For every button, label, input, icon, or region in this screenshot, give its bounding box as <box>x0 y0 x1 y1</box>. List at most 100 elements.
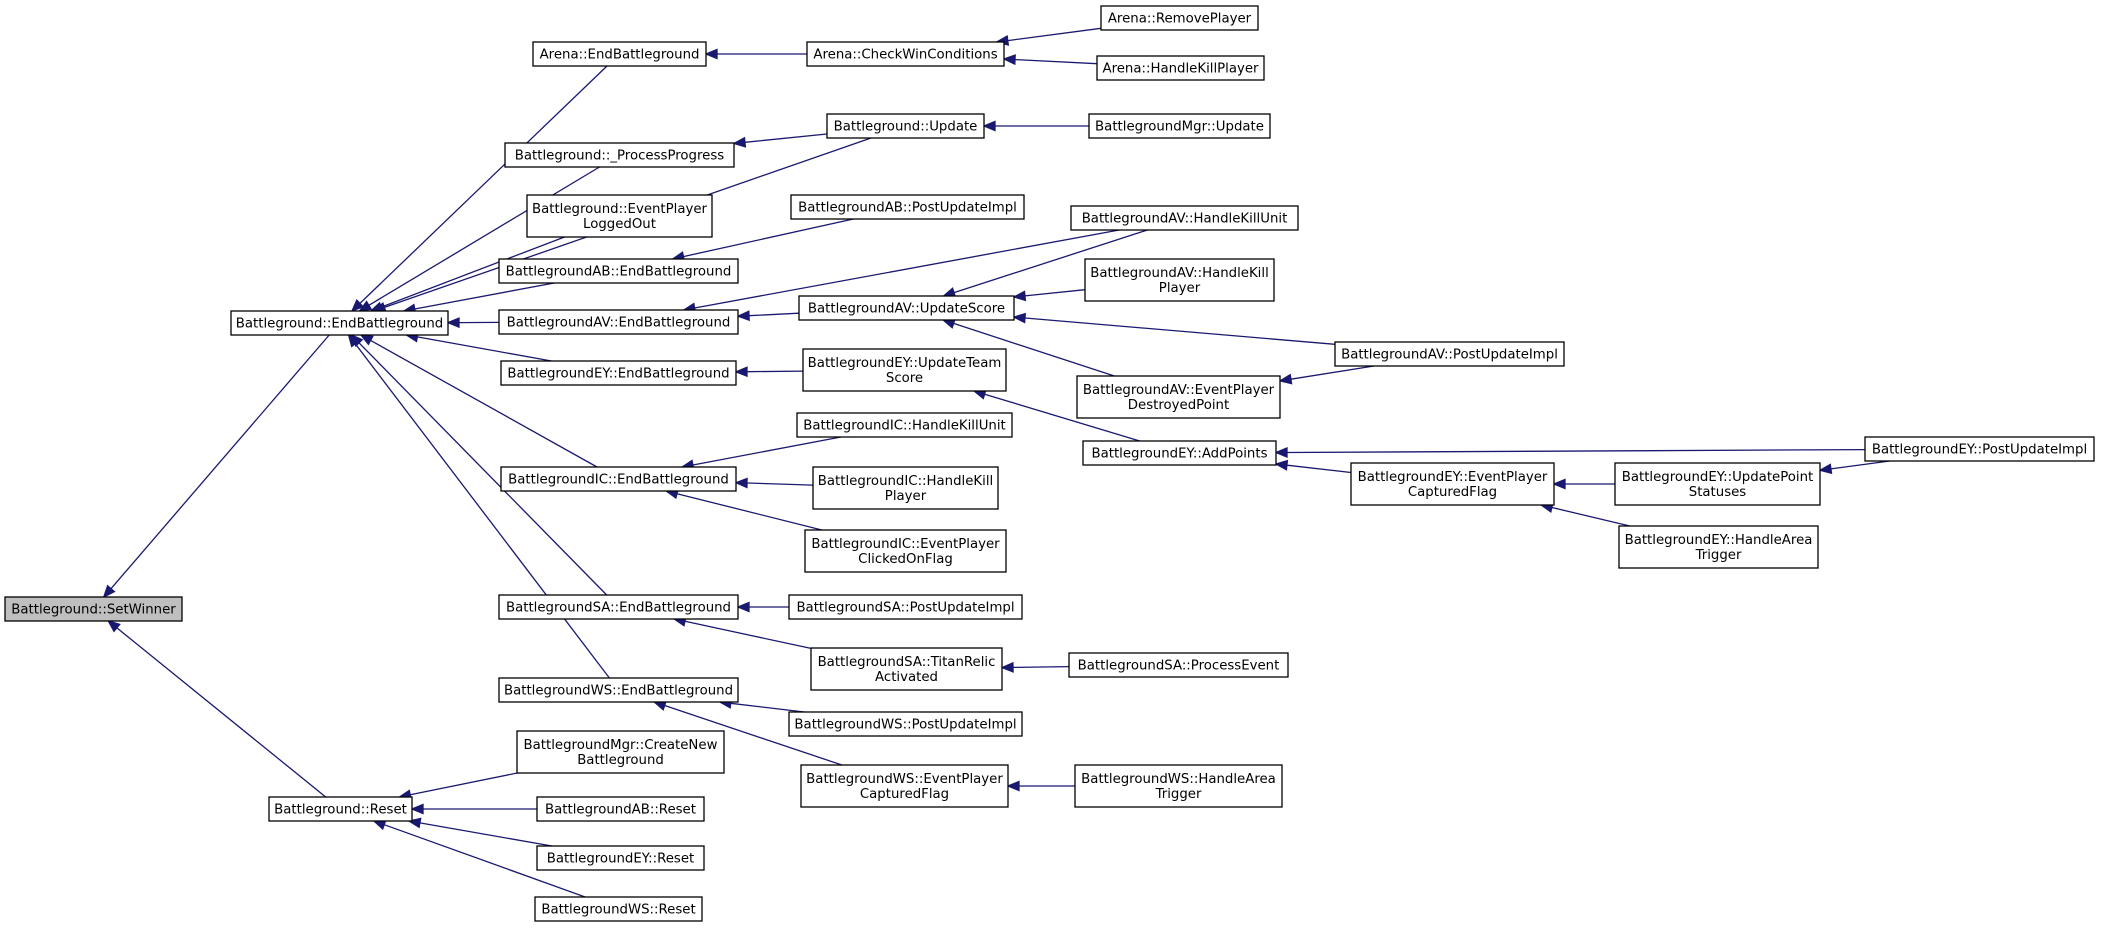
node-mgr_update[interactable]: BattlegroundMgr::Update <box>1088 113 1271 139</box>
node-ic_killunit[interactable]: BattlegroundIC::HandleKillUnit <box>796 412 1013 438</box>
node-label: Activated <box>875 670 938 685</box>
node-box <box>516 730 725 774</box>
arrowhead <box>1012 312 1027 324</box>
edge-mgr_create-to-bg_reset <box>397 772 518 801</box>
node-label: LoggedOut <box>583 217 656 232</box>
edge-line <box>414 282 555 310</box>
node-label: BattlegroundAV::HandleKill <box>1090 266 1269 281</box>
arrowhead <box>734 366 748 378</box>
edge-line <box>358 342 608 596</box>
node-label: BattlegroundMgr::Update <box>1095 120 1264 135</box>
node-label: BattlegroundWS::EventPlayer <box>806 772 1003 787</box>
node-box <box>802 348 1007 392</box>
node-av_end[interactable]: BattlegroundAV::EndBattleground <box>498 309 739 335</box>
node-ey_reset[interactable]: BattlegroundEY::Reset <box>536 845 705 871</box>
node-label: BattlegroundWS::EndBattleground <box>504 684 733 699</box>
node-av_killunit[interactable]: BattlegroundAV::HandleKillUnit <box>1070 205 1299 231</box>
edge-line <box>1830 460 1890 470</box>
node-label: Score <box>886 371 923 386</box>
edge-av_post-to-av_destroyed <box>1278 365 1375 385</box>
node-av_post[interactable]: BattlegroundAV::PostUpdateImpl <box>1334 341 1565 367</box>
edge-ic_killunit-to-ic_end <box>680 436 842 471</box>
node-ws_reset[interactable]: BattlegroundWS::Reset <box>534 896 703 922</box>
node-ey_post[interactable]: BattlegroundEY::PostUpdateImpl <box>1864 436 2095 462</box>
arrowhead <box>102 584 116 599</box>
node-box <box>788 594 1023 620</box>
node-label: BattlegroundAV::EndBattleground <box>507 316 731 331</box>
node-label: Trigger <box>1155 787 1202 802</box>
edge-ws_end-to-bg_end <box>347 333 610 679</box>
arrowhead <box>359 334 374 346</box>
node-box <box>1096 55 1265 81</box>
node-bg_update[interactable]: Battleground::Update <box>826 113 985 139</box>
arrowhead <box>1000 661 1014 673</box>
arrowhead <box>1552 478 1566 490</box>
node-label: BattlegroundSA::TitanRelic <box>818 655 996 670</box>
edge-ey_statuses-to-ey_captured <box>1552 478 1615 490</box>
node-label: BattlegroundMgr::CreateNew <box>524 738 718 753</box>
arrowhead <box>1012 290 1027 302</box>
arrowhead <box>1274 447 1288 458</box>
node-ab_post[interactable]: BattlegroundAB::PostUpdateImpl <box>790 194 1025 220</box>
node-arena_end[interactable]: Arena::EndBattleground <box>532 41 707 67</box>
node-ws_post[interactable]: BattlegroundWS::PostUpdateImpl <box>788 711 1023 737</box>
node-box <box>1068 652 1289 678</box>
node-av_destroyed[interactable]: BattlegroundAV::EventPlayerDestroyedPoin… <box>1076 375 1281 419</box>
edge-line <box>380 236 565 308</box>
node-box <box>534 896 703 922</box>
node-label: Battleground::EventPlayer <box>532 202 708 217</box>
node-bg_end[interactable]: Battleground::EndBattleground <box>230 310 449 336</box>
node-ic_end[interactable]: BattlegroundIC::EndBattleground <box>500 466 737 492</box>
node-label: BattlegroundWS::HandleArea <box>1081 772 1276 787</box>
node-sa_post[interactable]: BattlegroundSA::PostUpdateImpl <box>788 594 1023 620</box>
node-label: Statuses <box>1689 485 1747 500</box>
node-setwinner[interactable]: Battleground::SetWinner <box>4 596 183 622</box>
edge-av_end-to-bg_end <box>446 317 500 329</box>
node-arena_remove[interactable]: Arena::RemovePlayer <box>1100 5 1259 31</box>
edge-ab_reset-to-bg_reset <box>410 803 537 815</box>
edge-line <box>1551 506 1630 527</box>
node-box <box>1100 5 1259 31</box>
node-bg_process[interactable]: Battleground::_ProcessProgress <box>504 142 735 168</box>
node-ey_end[interactable]: BattlegroundEY::EndBattleground <box>500 360 737 386</box>
node-box <box>1350 462 1555 506</box>
node-bg_reset[interactable]: Battleground::Reset <box>268 796 413 822</box>
node-sa_end[interactable]: BattlegroundSA::EndBattleground <box>498 594 739 620</box>
node-box <box>536 796 705 822</box>
node-label: BattlegroundWS::PostUpdateImpl <box>794 718 1016 733</box>
node-box <box>798 295 1015 321</box>
node-sa_process[interactable]: BattlegroundSA::ProcessEvent <box>1068 652 1289 678</box>
node-ab_reset[interactable]: BattlegroundAB::Reset <box>536 796 705 822</box>
node-ws_end[interactable]: BattlegroundWS::EndBattleground <box>498 677 739 703</box>
edge-line <box>110 334 330 590</box>
node-box <box>806 41 1005 67</box>
edge-mgr_update-to-bg_update <box>982 120 1089 132</box>
node-ab_end[interactable]: BattlegroundAB::EndBattleground <box>498 258 739 284</box>
node-ey_add[interactable]: BattlegroundEY::AddPoints <box>1082 440 1277 466</box>
node-label: BattlegroundEY::UpdatePoint <box>1622 470 1814 485</box>
node-arena_check[interactable]: Arena::CheckWinConditions <box>806 41 1005 67</box>
node-av_killplayer[interactable]: BattlegroundAV::HandleKillPlayer <box>1084 258 1275 302</box>
node-arena_kill[interactable]: Arena::HandleKillPlayer <box>1096 55 1265 81</box>
arrowhead <box>1274 459 1289 471</box>
edge-line <box>664 704 843 766</box>
node-box <box>812 466 999 510</box>
node-box <box>1070 205 1299 231</box>
arrowhead <box>734 477 748 489</box>
edge-line <box>419 822 553 847</box>
node-av_score[interactable]: BattlegroundAV::UpdateScore <box>798 295 1015 321</box>
node-box <box>504 142 735 168</box>
node-ic_killplayer[interactable]: BattlegroundIC::HandleKillPlayer <box>812 466 999 510</box>
node-label: BattlegroundSA::PostUpdateImpl <box>796 601 1014 616</box>
edge-bg_end-to-setwinner <box>102 334 330 599</box>
